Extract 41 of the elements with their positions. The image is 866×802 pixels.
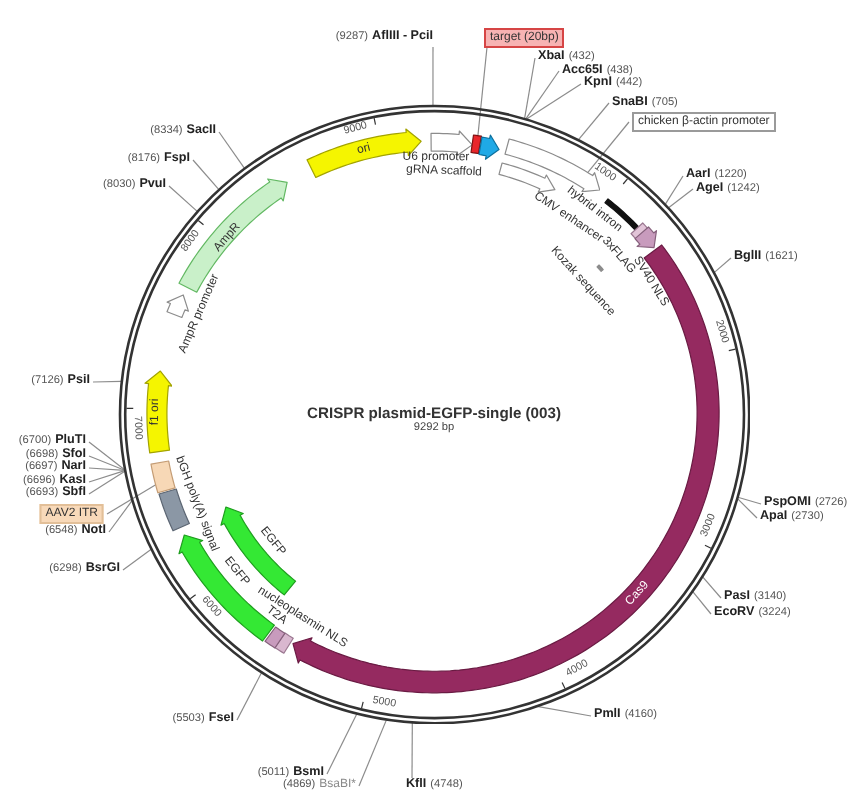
leader-line: [192, 159, 220, 190]
leader-line: [236, 671, 263, 721]
plasmid-feature: [470, 134, 483, 155]
leader-line: [477, 46, 488, 137]
leader-line: [432, 46, 434, 106]
leader-line: [525, 70, 560, 120]
leader-line: [577, 102, 610, 141]
leader-line: [587, 121, 630, 174]
leader-line: [168, 185, 198, 212]
leader-line: [713, 257, 732, 274]
plasmid-feature: [143, 370, 173, 455]
plasmid-feature: [166, 293, 191, 318]
plasmid-feature: [477, 133, 500, 160]
leader-line: [88, 470, 126, 483]
leader-line: [122, 548, 152, 571]
leader-line: [326, 712, 358, 775]
plasmid-feature: [595, 263, 604, 272]
leader-line: [534, 705, 592, 717]
plasmid-feature: [498, 162, 557, 194]
plasmid-feature: [274, 632, 295, 656]
leader-line: [524, 57, 536, 120]
leader-line: [88, 441, 126, 471]
leader-line: [92, 380, 122, 383]
leader-line: [106, 483, 157, 515]
leader-line: [691, 590, 712, 615]
leader-line: [88, 455, 126, 471]
leader-line: [88, 470, 126, 495]
plasmid-feature: [430, 129, 474, 156]
leader-line: [736, 496, 762, 505]
leader-line: [667, 188, 694, 209]
leader-line: [411, 721, 413, 779]
leader-line: [358, 718, 388, 787]
leader-line: [736, 497, 758, 519]
plasmid-feature: [634, 226, 659, 250]
leader-line: [218, 131, 245, 169]
leader-line: [526, 83, 582, 120]
leader-line: [108, 500, 133, 533]
plasmid-feature: [150, 459, 177, 494]
leader-line: [664, 175, 684, 206]
leader-line: [88, 467, 126, 472]
leader-line: [701, 575, 722, 599]
